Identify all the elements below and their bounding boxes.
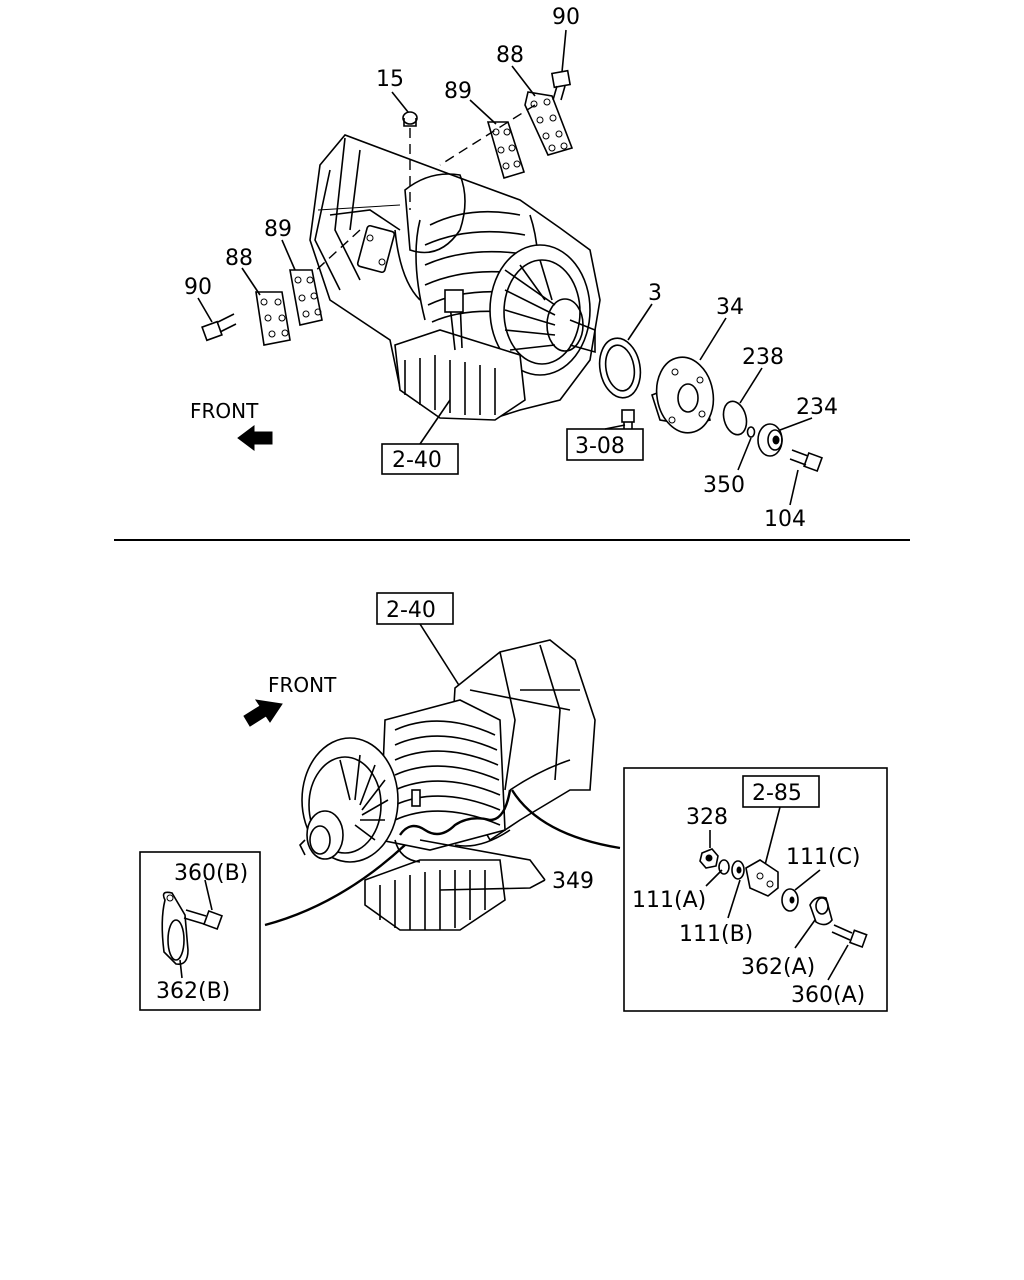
callout-362b: 362(B): [156, 979, 230, 1004]
gasket-89-top: [486, 121, 526, 179]
ref-2-85-label: 2-85: [752, 781, 802, 806]
callout-362a: 362(A): [741, 955, 815, 980]
ref-box-2-40-bottom[interactable]: 2-40: [376, 592, 454, 625]
bolt-90-top-icon: [550, 69, 572, 101]
callout-349: 349: [552, 869, 594, 894]
callout-234: 234: [796, 395, 838, 420]
cover-88-left: [255, 291, 291, 346]
bolt-90-left-icon: [201, 313, 237, 342]
callout-89-left: 89: [264, 217, 292, 242]
plug-15-icon: [402, 111, 418, 127]
bracket-icon: [745, 859, 779, 897]
leader-349: [419, 839, 546, 891]
callout-15: 15: [376, 67, 404, 92]
callout-104: 104: [764, 507, 806, 532]
bolt-360a-icon: [831, 924, 868, 948]
ref-2-40-bottom-label: 2-40: [386, 598, 436, 623]
bottom-view: 2-40 FRONT: [139, 592, 888, 1012]
nut-328-icon: [699, 848, 719, 869]
detail-box-right: 2-85: [623, 767, 888, 1012]
callout-3: 3: [648, 281, 662, 306]
callout-88-top: 88: [496, 43, 524, 68]
front-arrow-top-icon: [237, 425, 273, 451]
o-ring-350-icon: [746, 426, 756, 438]
gasket-89-left: [289, 269, 323, 326]
transmission-assembly-top: [309, 134, 601, 421]
callout-360b: 360(B): [174, 861, 248, 886]
detail-link-left: [264, 844, 406, 927]
flange-34-icon: [651, 356, 715, 434]
callout-111a: 111(A): [632, 888, 706, 913]
o-ring-238-icon: [722, 400, 748, 436]
callout-90-left: 90: [184, 275, 212, 300]
callout-34: 34: [716, 295, 744, 320]
ref-box-3-08[interactable]: 3-08: [566, 428, 644, 461]
washer-111c-icon: [781, 888, 799, 912]
ref-2-40-top-label: 2-40: [392, 448, 442, 473]
front-label-top: FRONT: [190, 399, 259, 423]
front-arrow-bottom-icon: [243, 699, 283, 727]
callout-90-top: 90: [552, 5, 580, 30]
cover-88-top: [524, 91, 574, 156]
ribbed-case-bottom: [379, 699, 506, 851]
ref-3-08-label: 3-08: [575, 434, 625, 459]
top-exploded-view: FRONT 2-40 3-08: [184, 5, 838, 532]
callout-350: 350: [703, 473, 745, 498]
bolt-360b-icon: [183, 909, 223, 930]
clip-362a-icon: [809, 896, 833, 926]
washer-234-icon: [757, 423, 783, 457]
ref-box-2-85[interactable]: 2-85: [742, 775, 820, 808]
bolt-104-icon: [789, 449, 823, 472]
callout-111b: 111(B): [679, 922, 753, 947]
detail-link-right: [510, 789, 621, 850]
oil-seal-3-icon: [598, 337, 642, 399]
callout-89-top: 89: [444, 79, 472, 104]
leader-lines-top: [197, 29, 813, 506]
callout-111c: 111(C): [786, 845, 861, 870]
clip-362b-icon: [161, 891, 189, 966]
callout-88-left: 88: [225, 246, 253, 271]
detail-box-left: 360(B) 362(B): [139, 851, 261, 1011]
ribbed-case: [415, 210, 539, 323]
ref-box-2-40-top[interactable]: 2-40: [381, 443, 459, 475]
callout-360a: 360(A): [791, 983, 865, 1008]
callout-328: 328: [686, 805, 728, 830]
callout-238: 238: [742, 345, 784, 370]
front-label-bottom: FRONT: [268, 673, 337, 697]
transmission-assembly-bottom: [299, 639, 596, 931]
washer-111b-icon: [731, 860, 745, 880]
